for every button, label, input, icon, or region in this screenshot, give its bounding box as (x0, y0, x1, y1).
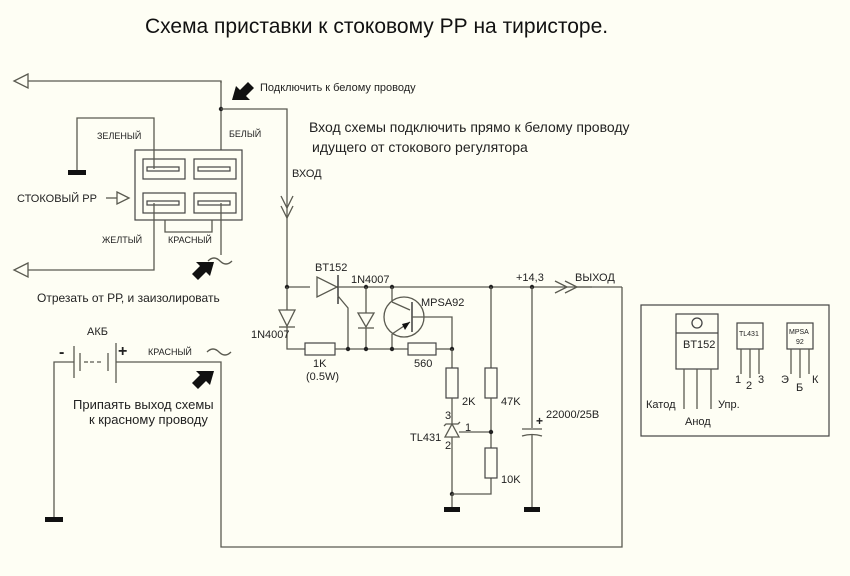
battery-minus: - (59, 344, 64, 361)
pointer-arrow-icon (192, 371, 214, 389)
label-r4: 47K (501, 396, 521, 408)
label-yellow: ЖЕЛТЫЙ (102, 234, 142, 245)
input-connector-icon (280, 195, 294, 287)
stock-rr-arrow-icon (106, 190, 131, 206)
label-mpsa92: MPSA92 (421, 297, 464, 309)
label-output: ВЫХОД (575, 272, 615, 284)
label-r2: 560 (414, 358, 432, 370)
input-label: ВХОД (292, 168, 322, 180)
note-cut-off: Отрезать от РР, и заизолировать (37, 291, 220, 305)
pinout-bt152-pin-cathode: Катод (646, 399, 676, 411)
label-white: БЕЛЫЙ (229, 128, 261, 139)
note-input-line1: Вход схемы подключить прямо к белому про… (309, 119, 630, 135)
label-voltage: +14,3 (516, 272, 544, 284)
battery-symbol (45, 287, 623, 548)
pinout-tl431-pin1: 1 (735, 374, 741, 386)
pinout-mpsa-pin-k: К (812, 374, 819, 386)
label-tl431: TL431 (410, 432, 441, 444)
circuit (277, 275, 622, 512)
pinout-tl431-pin3: 3 (758, 374, 764, 386)
pinout-bt152-pin-anode: Анод (685, 416, 711, 428)
label-diode-2: 1N4007 (351, 274, 390, 286)
label-pin3: 3 (445, 410, 451, 422)
battery-label: АКБ (87, 326, 108, 338)
label-green: ЗЕЛЕНЫЙ (97, 130, 141, 141)
label-pin2: 2 (445, 440, 451, 452)
battery-red-wire: КРАСНЫЙ (148, 346, 192, 357)
diagram-title: Схема приставки к стоковому РР на тирист… (145, 15, 608, 38)
pinout-tl431-pin2: 2 (746, 380, 752, 392)
pointer-arrow-icon (232, 82, 254, 100)
label-cap-plus: + (536, 414, 543, 428)
label-cap: 22000/25В (546, 409, 599, 421)
label-bt152: BT152 (315, 262, 347, 274)
label-r1: 1K (313, 358, 327, 370)
pointer-arrow-icon (192, 262, 214, 280)
label-r1-power: (0.5W) (306, 371, 339, 383)
pinout-tl431-label: TL431 (739, 331, 759, 338)
stock-regulator-connector (12, 117, 243, 279)
top-left-wire (12, 72, 288, 200)
label-diode-1: 1N4007 (251, 329, 290, 341)
pinout-bt152-pin-gate: Упр. (718, 399, 740, 411)
pinout-mpsa-label1: MPSA (789, 329, 809, 336)
pinout-mpsa-pin-e: Э (781, 374, 789, 386)
label-r5: 10K (501, 474, 521, 486)
pinout-mpsa-pin-b: Б (796, 382, 803, 394)
label-red: КРАСНЫЙ (168, 234, 212, 245)
note-connect-white: Подключить к белому проводу (260, 82, 416, 94)
pinout-bt152-label: BT152 (683, 339, 715, 351)
label-r3: 2K (462, 396, 476, 408)
note-solder-line2: к красному проводу (89, 412, 208, 427)
label-stock-rr: СТОКОВЫЙ РР (17, 192, 97, 205)
note-solder-line1: Припаять выход схемы (73, 397, 214, 412)
note-input-line2: идущего от стокового регулятора (312, 139, 528, 155)
battery-plus: + (118, 343, 127, 360)
pinout-panel (640, 304, 830, 437)
pinout-mpsa-label2: 92 (796, 339, 804, 346)
label-pin1: 1 (465, 422, 471, 434)
